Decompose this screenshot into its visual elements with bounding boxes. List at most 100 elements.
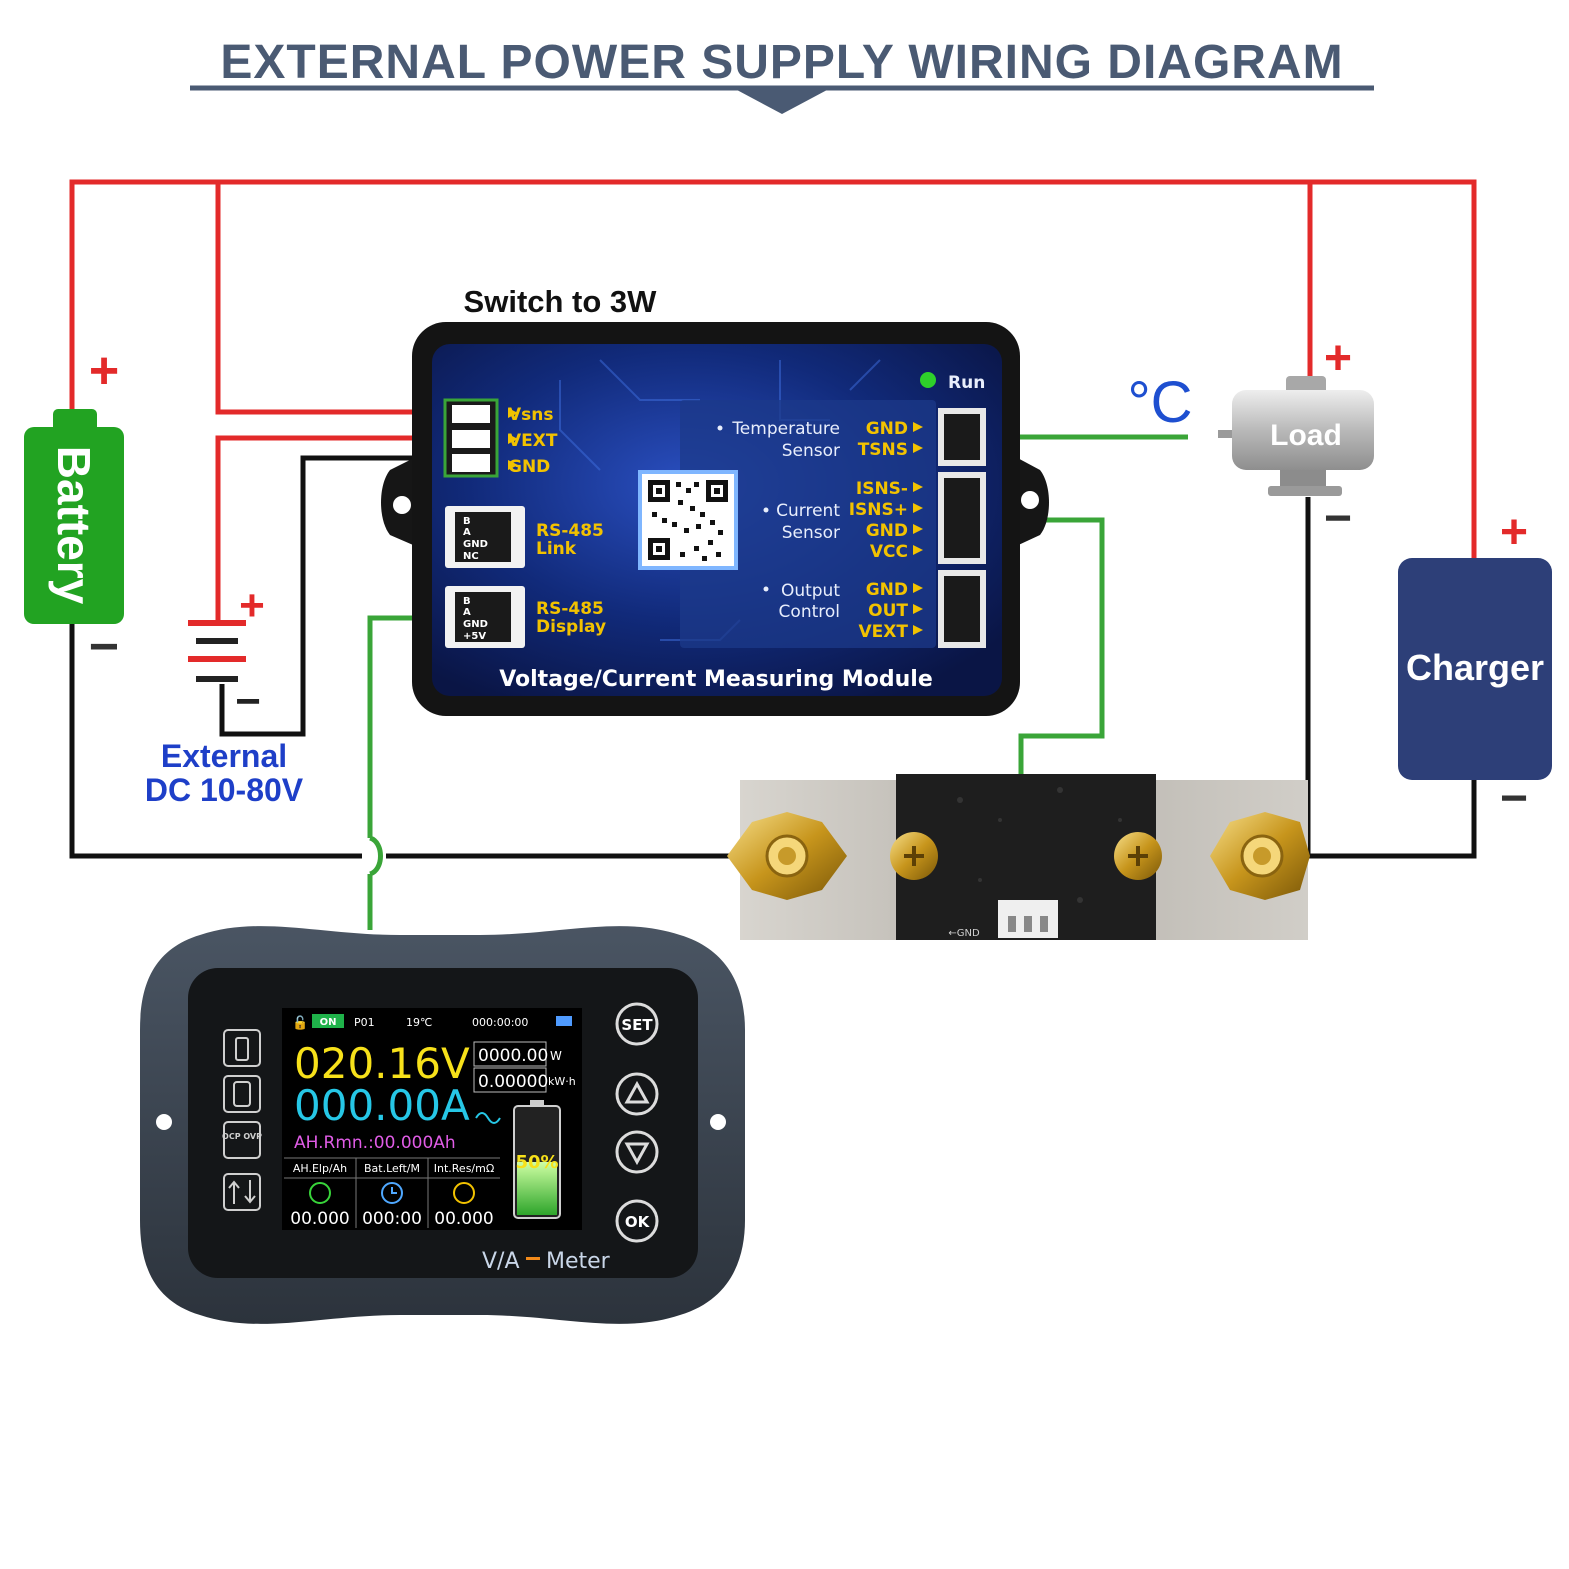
val-bat-left: 000:00	[362, 1209, 422, 1229]
brand-dash	[526, 1257, 540, 1260]
external-supply: + − External DC 10-80V	[145, 581, 304, 808]
charger-label: Charger	[1406, 647, 1544, 688]
battery-minus: −	[89, 618, 119, 676]
diagram-title: EXTERNAL POWER SUPPLY WIRING DIAGRAM	[220, 36, 1343, 89]
up-arrow-icon	[624, 1080, 650, 1104]
meter-power-unit: W	[550, 1049, 562, 1063]
rs485-link-label-1: RS-485	[536, 521, 604, 541]
output-control-label-1: Output	[781, 581, 840, 601]
ohm-icon	[453, 1182, 475, 1204]
phone-icon	[223, 1075, 261, 1113]
external-minus: −	[235, 677, 261, 726]
col-bat-left: Bat.Left/M	[364, 1162, 420, 1175]
energy-icon	[309, 1182, 331, 1204]
switch-label: Switch to 3W	[464, 284, 658, 319]
module-title: Voltage/Current Measuring Module	[499, 667, 933, 692]
rs485-display-port: B A GND +5V	[445, 586, 525, 648]
qr-code	[638, 470, 738, 570]
run-label: Run	[948, 373, 985, 393]
pin-current-gnd: GND	[866, 521, 908, 541]
load-minus: −	[1324, 492, 1352, 545]
col-int-res: Int.Res/mΩ	[434, 1162, 495, 1175]
clock-icon	[381, 1182, 403, 1204]
set-button[interactable]: SET	[615, 1002, 659, 1046]
battery-plus: +	[89, 342, 119, 400]
ocp-ovp-icon	[223, 1121, 261, 1159]
current-sensor-label-1: Current	[776, 501, 840, 521]
val-int-res: 00.000	[434, 1209, 493, 1229]
battery-gauge-fill	[517, 1162, 557, 1215]
updown-arrows-icon	[223, 1173, 261, 1211]
ocp-ovp-label: OCP OVP	[222, 1132, 262, 1141]
rs485-display-pin-gnd: GND	[463, 619, 488, 630]
rs485-link-pin-b: B	[463, 516, 471, 527]
ok-button-label: OK	[625, 1213, 651, 1231]
charger-minus: −	[1500, 772, 1528, 825]
rs485-display-pin-b: B	[463, 596, 471, 607]
meter-status-bar: ON 🔓 P01 19℃ 000:00:00	[292, 1014, 572, 1031]
meter-energy-unit: kW·h	[548, 1075, 576, 1088]
meter-ah-remaining: AH.Rmn.:00.000Ah	[294, 1133, 456, 1153]
ac-wave-icon	[475, 1112, 501, 1124]
pin-isns-minus: ISNS-	[856, 479, 908, 499]
pin-isns-plus: ISNS+	[849, 500, 908, 520]
meter-voltage: 020.16V	[294, 1039, 470, 1088]
rs485-link-pin-a: A	[463, 527, 471, 538]
load: Load + −	[1218, 332, 1374, 545]
meter-power: 0000.00	[478, 1046, 548, 1066]
rs485-link-label-2: Link	[536, 539, 577, 559]
rs485-display-label-1: RS-485	[536, 599, 604, 619]
measuring-module: Switch to 3W Run Vsns VEXT GND	[381, 284, 1049, 716]
brand-meter: Meter	[546, 1249, 611, 1274]
meter-current: 000.00A	[294, 1081, 470, 1130]
charger-plus: +	[1500, 506, 1528, 559]
meter-battery-gauge: 50%	[513, 1100, 561, 1219]
status-time: 000:00:00	[472, 1016, 528, 1029]
positive-wires	[69, 179, 1477, 620]
set-button-label: SET	[621, 1016, 653, 1034]
temperature-symbol: °C	[1127, 370, 1192, 435]
home-icon	[556, 1016, 572, 1026]
col-ah-elapsed: AH.Elp/Ah	[293, 1162, 347, 1175]
meter-side-icons	[223, 1029, 261, 1211]
down-arrow-icon	[624, 1142, 650, 1166]
brand-va: V/A	[482, 1249, 520, 1274]
rs485-link-port: B A GND NC	[445, 506, 525, 568]
output-control-label-2: Control	[779, 602, 840, 622]
diagram-header: EXTERNAL POWER SUPPLY WIRING DIAGRAM	[190, 36, 1374, 114]
charger: Charger + −	[1398, 506, 1552, 825]
load-body	[1232, 390, 1374, 470]
ok-button[interactable]: OK	[615, 1199, 659, 1243]
battery: Battery + −	[24, 342, 124, 676]
pin-gnd: GND	[508, 457, 550, 477]
load-plus: +	[1324, 332, 1352, 385]
charger-body	[1398, 558, 1552, 780]
rs485-link-pin-gnd: GND	[463, 539, 488, 550]
run-led	[920, 372, 936, 388]
pin-output-vext: VEXT	[859, 622, 909, 642]
battery-percent: 50%	[515, 1152, 558, 1173]
pin-vcc: VCC	[870, 542, 908, 562]
up-button[interactable]	[615, 1072, 659, 1116]
status-profile: P01	[354, 1016, 375, 1029]
pin-vsns: Vsns	[508, 405, 554, 425]
rs485-link-pin-nc: NC	[463, 551, 479, 562]
pin-output-gnd: GND	[866, 580, 908, 600]
right-pin-labels: GND TSNS ISNS- ISNS+ GND VCC GND OUT VEX…	[508, 408, 923, 642]
right-connectors	[938, 408, 986, 648]
rs485-display-pin-a: A	[463, 607, 471, 618]
external-label-2: DC 10-80V	[145, 772, 304, 808]
external-plus: +	[239, 581, 265, 630]
status-temp: 19℃	[406, 1016, 432, 1029]
pin-temp-gnd: GND	[866, 419, 908, 439]
load-label: Load	[1270, 419, 1342, 452]
status-on: ON	[320, 1017, 337, 1028]
pin-tsns: TSNS	[858, 440, 908, 460]
rs485-display-label-2: Display	[536, 617, 606, 637]
lock-icon: 🔓	[292, 1015, 308, 1031]
meter-energy: 0.00000	[478, 1072, 548, 1092]
battery-body	[24, 427, 124, 624]
down-button[interactable]	[615, 1130, 659, 1174]
shunt-gnd-mark: ←GND	[948, 928, 980, 939]
temp-sensor-label-1: Temperature	[731, 419, 840, 439]
